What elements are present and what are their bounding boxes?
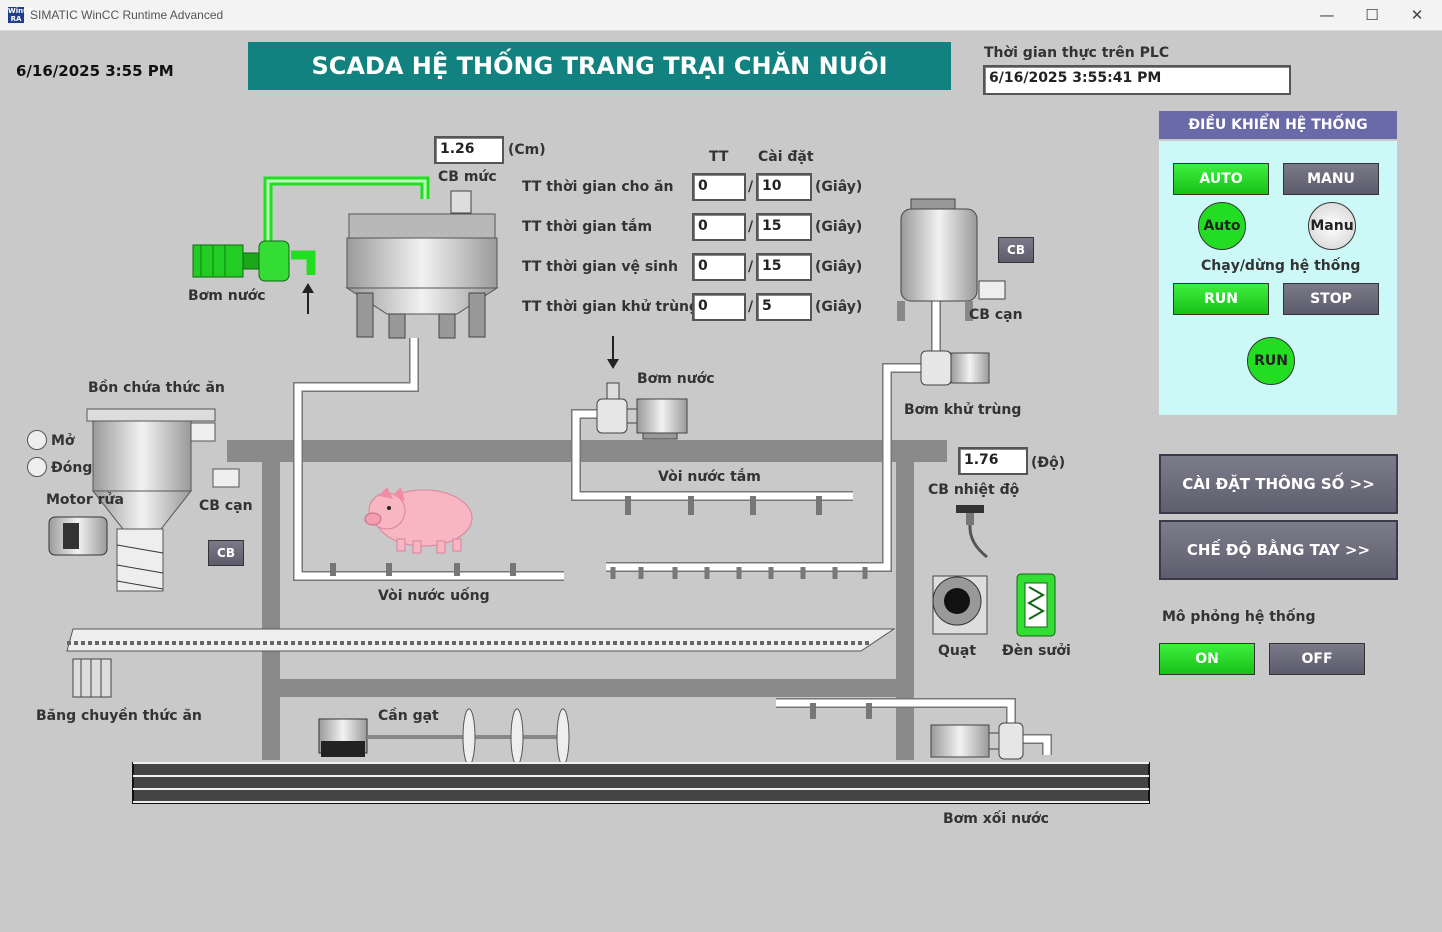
run-indicator-lamp: RUN — [1247, 337, 1295, 385]
disinfect-nozzles — [610, 567, 868, 579]
timer-feed-unit: (Giây) — [815, 179, 863, 195]
water-pump-mid-label: Bơm nước — [637, 371, 715, 387]
timer-disinfect-label: TT thời gian khử trùng — [522, 299, 700, 315]
heater-icon — [1016, 573, 1056, 637]
barn-right-post — [896, 462, 914, 760]
scraper-icon — [318, 708, 570, 766]
cb-right-button[interactable]: CB — [998, 237, 1034, 263]
window-title: SIMATIC WinCC Runtime Advanced — [30, 8, 224, 22]
minimize-icon[interactable]: — — [1319, 6, 1335, 24]
timer-bath-set[interactable]: 15 — [756, 213, 812, 241]
barn-roof-beam — [227, 440, 947, 462]
valve-close-label: Đóng — [51, 460, 93, 476]
wincc-app-icon: WinCC RA — [8, 7, 34, 23]
maximize-icon[interactable]: ☐ — [1365, 6, 1379, 24]
close-icon[interactable]: ✕ — [1410, 6, 1424, 24]
disinfect-tank-icon — [897, 198, 1006, 321]
conveyor-belt-icon — [66, 628, 896, 698]
manu-button[interactable]: MANU — [1283, 163, 1379, 195]
plc-time-field: 6/16/2025 3:55:41 PM — [983, 65, 1291, 95]
slash: / — [748, 219, 754, 235]
timer-feed-tt: 0 — [692, 173, 746, 201]
cb-left-button[interactable]: CB — [208, 540, 244, 566]
temp-value-field: 1.76 — [958, 447, 1028, 475]
slash: / — [748, 259, 754, 275]
window-titlebar: WinCC RA SIMATIC WinCC Runtime Advanced … — [0, 0, 1442, 31]
run-stop-label: Chạy/dừng hệ thống — [1201, 258, 1361, 274]
fan-icon — [932, 575, 988, 635]
auto-indicator-lamp: Auto — [1198, 202, 1246, 250]
level-sensor-label: CB mức — [438, 169, 497, 185]
page-title-banner: SCADA HỆ THỐNG TRANG TRẠI CHĂN NUÔI — [248, 42, 951, 90]
motor-wash-label: Motor rửa — [46, 492, 124, 508]
timer-col-setting: Cài đặt — [758, 149, 814, 165]
feed-tank-label: Bồn chứa thức ăn — [88, 380, 225, 396]
simulation-on-button[interactable]: ON — [1159, 643, 1255, 675]
settings-nav-button[interactable]: CÀI ĐẶT THÔNG SỐ >> — [1159, 454, 1398, 514]
control-panel-title: ĐIỀU KHIỂN HỆ THỐNG — [1159, 111, 1397, 139]
floor-grating — [132, 762, 1150, 804]
timer-clean-label: TT thời gian vệ sinh — [522, 259, 678, 275]
flush-pump-icon — [930, 722, 1024, 760]
temp-unit: (Độ) — [1031, 455, 1066, 471]
flush-nozzles — [810, 703, 872, 719]
timer-disinfect-unit: (Giây) — [815, 299, 863, 315]
water-pump-top-icon — [192, 240, 290, 282]
green-outlet-pipe — [291, 250, 316, 275]
manu-indicator-lamp: Manu — [1308, 202, 1356, 250]
temp-sensor-icon — [956, 505, 988, 559]
timer-bath-tt: 0 — [692, 213, 746, 241]
heater-label: Đèn sưởi — [1002, 643, 1071, 659]
drink-nozzle-label: Vòi nước uống — [378, 588, 490, 604]
feed-tank-icon — [86, 408, 240, 592]
run-button[interactable]: RUN — [1173, 283, 1269, 315]
slash: / — [748, 179, 754, 195]
mixing-tank-icon — [345, 190, 499, 339]
timer-clean-tt: 0 — [692, 253, 746, 281]
water-pump-top-label: Bơm nước — [188, 288, 266, 304]
barn-left-post — [262, 462, 280, 760]
flush-pump-label: Bơm xối nước — [943, 811, 1049, 827]
timer-feed-set[interactable]: 10 — [756, 173, 812, 201]
level-value-field: 1.26 — [434, 136, 504, 164]
slash: / — [748, 299, 754, 315]
timer-bath-unit: (Giây) — [815, 219, 863, 235]
cb-low-right-label: CB cạn — [969, 307, 1023, 323]
disinfect-pump-icon — [920, 350, 990, 386]
auto-button[interactable]: AUTO — [1173, 163, 1269, 195]
timer-feed-label: TT thời gian cho ăn — [522, 179, 674, 195]
valve-open-label: Mở — [51, 433, 75, 449]
timer-disinfect-tt: 0 — [692, 293, 746, 321]
level-unit: (Cm) — [508, 142, 546, 158]
barn-floor-beam — [280, 679, 914, 697]
valve-close-radio[interactable] — [27, 457, 47, 477]
timer-bath-label: TT thời gian tắm — [522, 219, 653, 235]
header-date-time: 6/16/2025 3:55 PM — [16, 62, 174, 80]
disinfect-pump-label: Bơm khử trùng — [904, 402, 1022, 418]
stop-button[interactable]: STOP — [1283, 283, 1379, 315]
bath-nozzles — [625, 496, 822, 515]
process-graphics — [48, 176, 1150, 804]
motor-wash-icon — [48, 516, 108, 556]
water-pump-mid-icon — [596, 382, 688, 440]
timer-col-tt: TT — [709, 149, 729, 165]
timer-disinfect-set[interactable]: 5 — [756, 293, 812, 321]
green-pipe-highlight — [266, 179, 427, 246]
conveyor-label: Băng chuyền thức ăn — [36, 708, 202, 724]
temp-sensor-label: CB nhiệt độ — [928, 482, 1020, 498]
scada-canvas: 6/16/2025 3:55 PM SCADA HỆ THỐNG TRANG T… — [1, 31, 1441, 931]
cb-low-left-label: CB cạn — [199, 498, 253, 514]
timer-clean-set[interactable]: 15 — [756, 253, 812, 281]
valve-open-radio[interactable] — [27, 430, 47, 450]
plc-time-label: Thời gian thực trên PLC — [984, 45, 1170, 61]
simulation-off-button[interactable]: OFF — [1269, 643, 1365, 675]
bath-nozzle-label: Vòi nước tắm — [658, 469, 761, 485]
fan-label: Quạt — [938, 643, 977, 659]
pig-icon — [364, 487, 473, 554]
scraper-label: Cần gạt — [378, 708, 439, 724]
drink-nozzles — [330, 563, 516, 576]
manual-mode-nav-button[interactable]: CHẾ ĐỘ BẰNG TAY >> — [1159, 520, 1398, 580]
timer-clean-unit: (Giây) — [815, 259, 863, 275]
simulation-label: Mô phỏng hệ thống — [1162, 609, 1316, 625]
